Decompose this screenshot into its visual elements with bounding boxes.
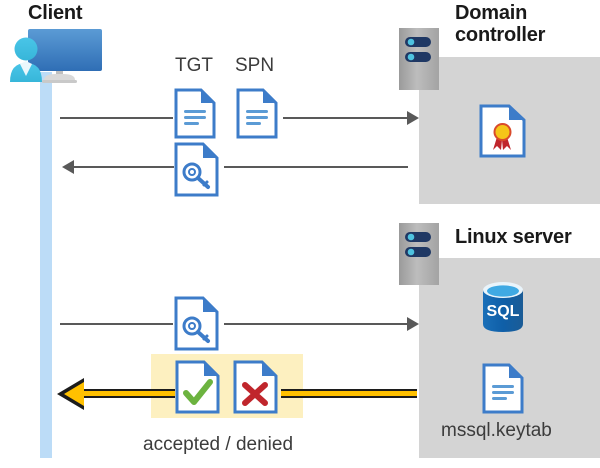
domain-controller-title: Domain controller bbox=[455, 2, 595, 47]
spn-label: SPN bbox=[235, 55, 275, 76]
key-document-icon-2 bbox=[174, 296, 220, 351]
sql-database-icon: SQL bbox=[479, 280, 527, 334]
keytab-label: mssql.keytab bbox=[441, 420, 552, 441]
domain-controller-title-line2: controller bbox=[455, 24, 546, 47]
domain-controller-title-line1: Domain bbox=[455, 2, 528, 24]
flow-arrowhead-1 bbox=[407, 111, 419, 125]
flow-arrowhead-3 bbox=[407, 317, 419, 331]
svg-text:SQL: SQL bbox=[487, 303, 520, 320]
accepted-denied-label: accepted / denied bbox=[143, 434, 294, 455]
result-highlight-box bbox=[151, 354, 303, 418]
flow-line-1-right bbox=[283, 117, 408, 119]
flow-line-2-left bbox=[74, 166, 174, 168]
client-workstation-icon bbox=[6, 24, 114, 84]
result-arrowhead-fill bbox=[64, 382, 84, 406]
server-rack-icon-linux bbox=[399, 223, 439, 285]
result-arrow-line-left bbox=[80, 389, 175, 398]
keytab-document-icon bbox=[482, 363, 524, 414]
flow-line-1-left bbox=[60, 117, 173, 119]
flow-line-3-right bbox=[224, 323, 408, 325]
accepted-document-check-icon bbox=[175, 360, 221, 414]
flow-line-2-right bbox=[224, 166, 408, 168]
tgt-document-icon bbox=[174, 88, 216, 139]
flow-line-3-left bbox=[60, 323, 173, 325]
tgt-label: TGT bbox=[175, 55, 213, 76]
server-rack-icon-dc bbox=[399, 28, 439, 90]
spn-document-icon bbox=[236, 88, 278, 139]
flow-arrowhead-2 bbox=[62, 160, 74, 174]
client-title: Client bbox=[28, 2, 83, 24]
certificate-document-icon bbox=[479, 104, 526, 158]
linux-server-title: Linux server bbox=[455, 226, 572, 248]
key-document-icon-1 bbox=[174, 142, 220, 197]
result-arrow-line-right bbox=[281, 389, 417, 398]
denied-document-cross-icon bbox=[233, 360, 279, 414]
client-lifeline bbox=[40, 72, 52, 458]
